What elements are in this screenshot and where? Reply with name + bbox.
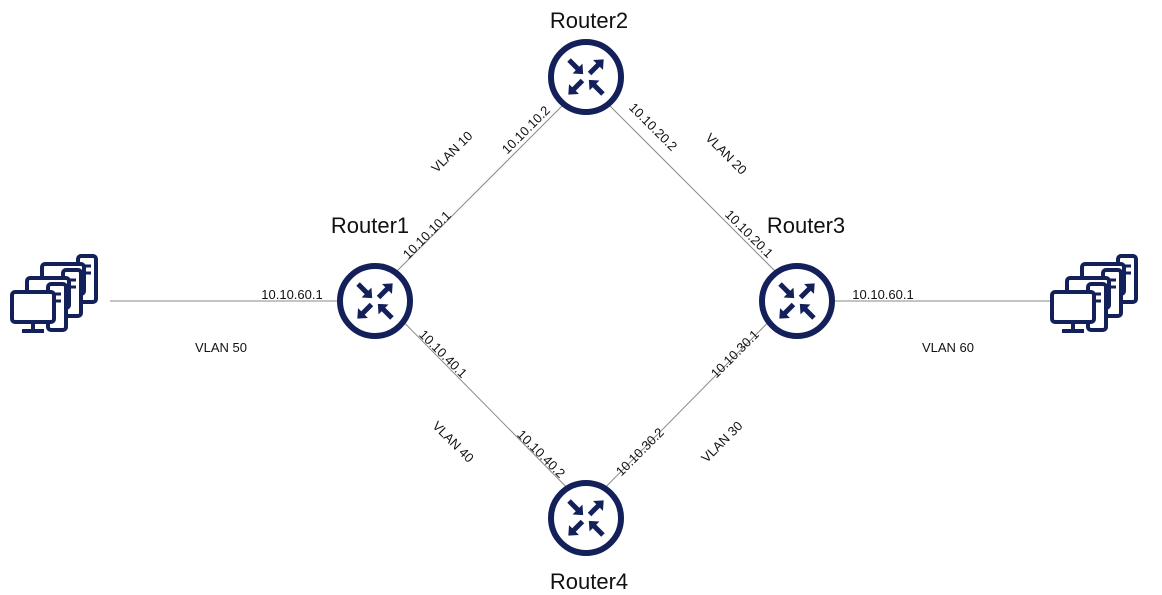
workstations-icon [1050, 254, 1138, 333]
vlan-label-r1-r2: VLAN 10 [428, 128, 475, 175]
link-r1-r4 [374, 292, 587, 508]
workstations-icon [10, 254, 98, 333]
router-3-label: Router3 [767, 213, 845, 238]
ip-label-left-r1: 10.10.60.1 [261, 287, 322, 302]
vlan-label-r3-r4: VLAN 30 [698, 418, 745, 465]
link-r1-r2 [374, 81, 587, 294]
vlan-label-right: VLAN 60 [922, 340, 974, 355]
ip-label-r3-right: 10.10.60.1 [852, 287, 913, 302]
link-r2-r3 [585, 81, 798, 294]
router-icon [551, 483, 621, 553]
router-icon [551, 42, 621, 112]
link-r3-r4 [585, 292, 798, 508]
vlan-label-left: VLAN 50 [195, 340, 247, 355]
ip-label-r3-r4-a: 10.10.30.1 [708, 327, 762, 381]
ip-label-r1-r4-a: 10.10.40.1 [416, 327, 470, 381]
router-2[interactable]: Router2 [550, 8, 628, 112]
router-2-label: Router2 [550, 8, 628, 33]
router-4[interactable]: Router4 [550, 483, 628, 594]
router-1-label: Router1 [331, 213, 409, 238]
vlan-label-r2-r3: VLAN 20 [702, 130, 749, 177]
ip-label-r1-r2-b: 10.10.10.2 [499, 103, 553, 157]
router-1[interactable]: Router1 [331, 213, 410, 336]
ip-label-r1-r4-b: 10.10.40.2 [514, 427, 568, 481]
router-3[interactable]: Router3 [762, 213, 845, 336]
router-icon [762, 266, 832, 336]
vlan-label-r1-r4: VLAN 40 [429, 418, 476, 465]
router-icon [340, 266, 410, 336]
router-4-label: Router4 [550, 569, 628, 594]
ip-label-r2-r3-a: 10.10.20.2 [626, 100, 680, 154]
ip-label-r3-r4-b: 10.10.30.2 [613, 425, 667, 479]
